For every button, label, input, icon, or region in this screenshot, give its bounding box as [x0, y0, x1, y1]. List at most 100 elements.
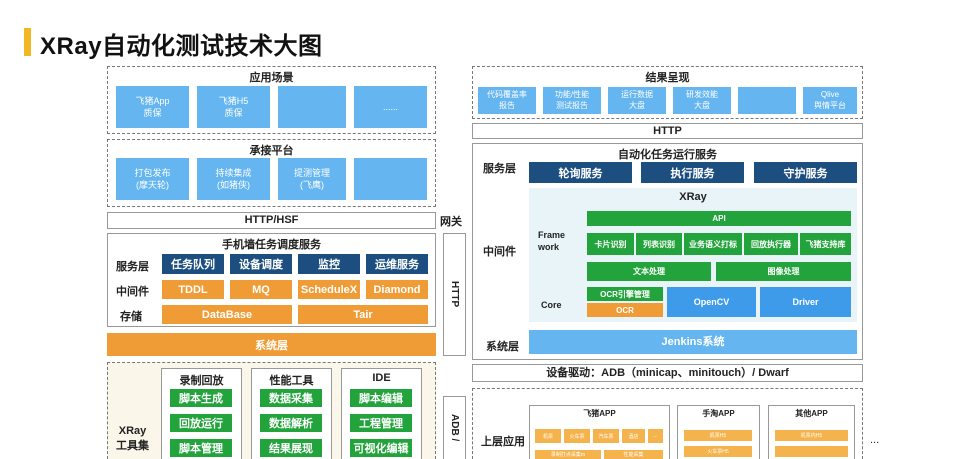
app-scene-card — [278, 86, 346, 128]
image-processing-box: 图像处理 — [716, 262, 851, 281]
storage-box: Tair — [298, 305, 428, 324]
http-hsf-bar: HTTP/HSF — [107, 212, 436, 229]
middleware-box: TDDL — [162, 280, 224, 299]
other-app-item: 机票内H5 — [775, 430, 848, 441]
shoutao-app-item: 火车票H5 — [684, 446, 752, 457]
results-panel: 结果呈现 — [472, 66, 863, 119]
framework-item: 列表识别 — [636, 233, 682, 255]
other-app-header: 其他APP — [795, 409, 828, 418]
auto-service-header: 自动化任务运行服务 — [618, 149, 717, 161]
result-card: 运行数据 大盘 — [608, 87, 666, 114]
upper-app-label: 上层应用 — [481, 436, 525, 448]
tool-group-header: 性能工具 — [269, 375, 314, 387]
shoutao-app-box: 手淘APP — [677, 405, 760, 459]
tool-item: 脚本生成 — [170, 389, 232, 407]
auto-middleware-label: 中间件 — [483, 246, 516, 258]
tool-item: 数据解析 — [260, 414, 322, 432]
framework-item: 回放执行器 — [744, 233, 798, 255]
feizhu-app-item: 机票 — [535, 429, 561, 443]
title-accent-bar — [24, 28, 31, 56]
more-apps-ellipsis: ... — [870, 434, 880, 446]
tool-item: 脚本编辑 — [350, 389, 412, 407]
results-header: 结果呈现 — [645, 72, 690, 84]
middleware-box: ScheduleX — [298, 280, 360, 299]
service-box: 监控 — [298, 254, 360, 274]
right-http-bar: HTTP — [472, 123, 863, 139]
feizhu-app-item: ... — [648, 429, 663, 443]
scheduler-header: 手机墙任务调度服务 — [222, 239, 321, 251]
feizhu-app-item: 火车票 — [564, 429, 590, 443]
feizhu-app-header: 飞猪APP — [583, 409, 616, 418]
app-scenes-header: 应用场景 — [249, 72, 294, 84]
scheduler-service-label: 服务层 — [116, 261, 149, 273]
platform-card — [354, 158, 427, 200]
gateway-label: 网关 — [440, 216, 462, 228]
platform-card: 持续集成 (如猪侠) — [197, 158, 270, 200]
auto-service-panel: 自动化任务运行服务 — [472, 143, 863, 360]
result-card: Qlive 舆情平台 — [803, 87, 857, 114]
tool-item: 可视化编辑 — [350, 439, 412, 457]
platform-card: 打包发布 (摩天轮) — [116, 158, 189, 200]
result-card: 研发效能 大盘 — [673, 87, 731, 114]
auto-system-label: 系统层 — [486, 341, 519, 353]
adb-vertical-bar: ADB / — [443, 396, 466, 459]
http-vertical-text: HTTP — [449, 281, 460, 308]
app-scenes-panel: 应用场景 — [107, 66, 436, 134]
tool-item: 脚本管理 — [170, 439, 232, 457]
xray-inner-title: XRay — [679, 191, 707, 203]
tool-group-header: 录制回放 — [179, 375, 224, 387]
auto-service-box: 执行服务 — [641, 162, 744, 183]
middleware-box: Diamond — [366, 280, 428, 299]
result-card: 代码覆盖率 报告 — [478, 87, 536, 114]
feizhu-app-item: 录制打点采集m — [535, 450, 601, 459]
other-app-box: 其他APP — [768, 405, 855, 459]
http-vertical-bar: HTTP — [443, 233, 466, 356]
opencv-box: OpenCV — [667, 287, 756, 317]
feizhu-app-item: 酒店 — [622, 429, 645, 443]
feizhu-app-item: 性能采集 — [604, 450, 663, 459]
api-bar: API — [587, 211, 851, 226]
auto-service-box: 轮询服务 — [529, 162, 632, 183]
feizhu-app-box: 飞猪APP — [529, 405, 670, 459]
scheduler-storage-label: 存储 — [120, 311, 142, 323]
result-card: 功能/性能 测试报告 — [543, 87, 601, 114]
jenkins-box: Jenkins系统 — [529, 330, 857, 354]
service-box: 运维服务 — [366, 254, 428, 274]
platforms-panel: 承接平台 — [107, 139, 436, 207]
app-scene-card: ...... — [354, 86, 427, 128]
storage-box: DataBase — [162, 305, 292, 324]
feizhu-app-item: 汽车票 — [593, 429, 619, 443]
device-driver-bar: 设备驱动：ADB（minicap、minitouch）/ Dwarf — [472, 364, 863, 382]
platform-card: 提测管理 (飞鹰) — [278, 158, 346, 200]
framework-label: Frame work — [538, 230, 566, 252]
platforms-header: 承接平台 — [249, 145, 294, 157]
result-card — [738, 87, 796, 114]
app-scene-card: 飞猪H5 质保 — [197, 86, 270, 128]
scheduler-middleware-label: 中间件 — [116, 286, 149, 298]
toolset-label: XRay 工具集 — [116, 425, 149, 453]
driver-box: Driver — [760, 287, 851, 317]
upper-app-panel — [472, 388, 863, 459]
app-scene-card: 飞猪App 质保 — [116, 86, 189, 128]
core-label: Core — [541, 300, 562, 310]
framework-item: 业务语义打标 — [684, 233, 742, 255]
service-box: 设备调度 — [230, 254, 292, 274]
middleware-box: MQ — [230, 280, 292, 299]
other-app-placeholder — [775, 446, 848, 457]
auto-service-box: 守护服务 — [754, 162, 857, 183]
auto-service-label: 服务层 — [483, 163, 516, 175]
tool-group-header: IDE — [372, 372, 391, 384]
scheduler-panel: 手机墙任务调度服务 — [107, 233, 436, 327]
framework-item: 飞猪支持库 — [800, 233, 851, 255]
system-layer-bar: 系统层 — [107, 333, 436, 356]
shoutao-app-item: 机票H5 — [684, 430, 752, 441]
framework-item: 卡片识别 — [587, 233, 634, 255]
ocr-box: OCR — [587, 303, 663, 317]
page-title: XRay自动化测试技术大图 — [40, 33, 323, 60]
tool-item: 数据采集 — [260, 389, 322, 407]
tool-item: 工程管理 — [350, 414, 412, 432]
text-processing-box: 文本处理 — [587, 262, 711, 281]
service-box: 任务队列 — [162, 254, 224, 274]
shoutao-app-header: 手淘APP — [702, 409, 735, 418]
ocr-engine-box: OCR引擎管理 — [587, 287, 663, 301]
